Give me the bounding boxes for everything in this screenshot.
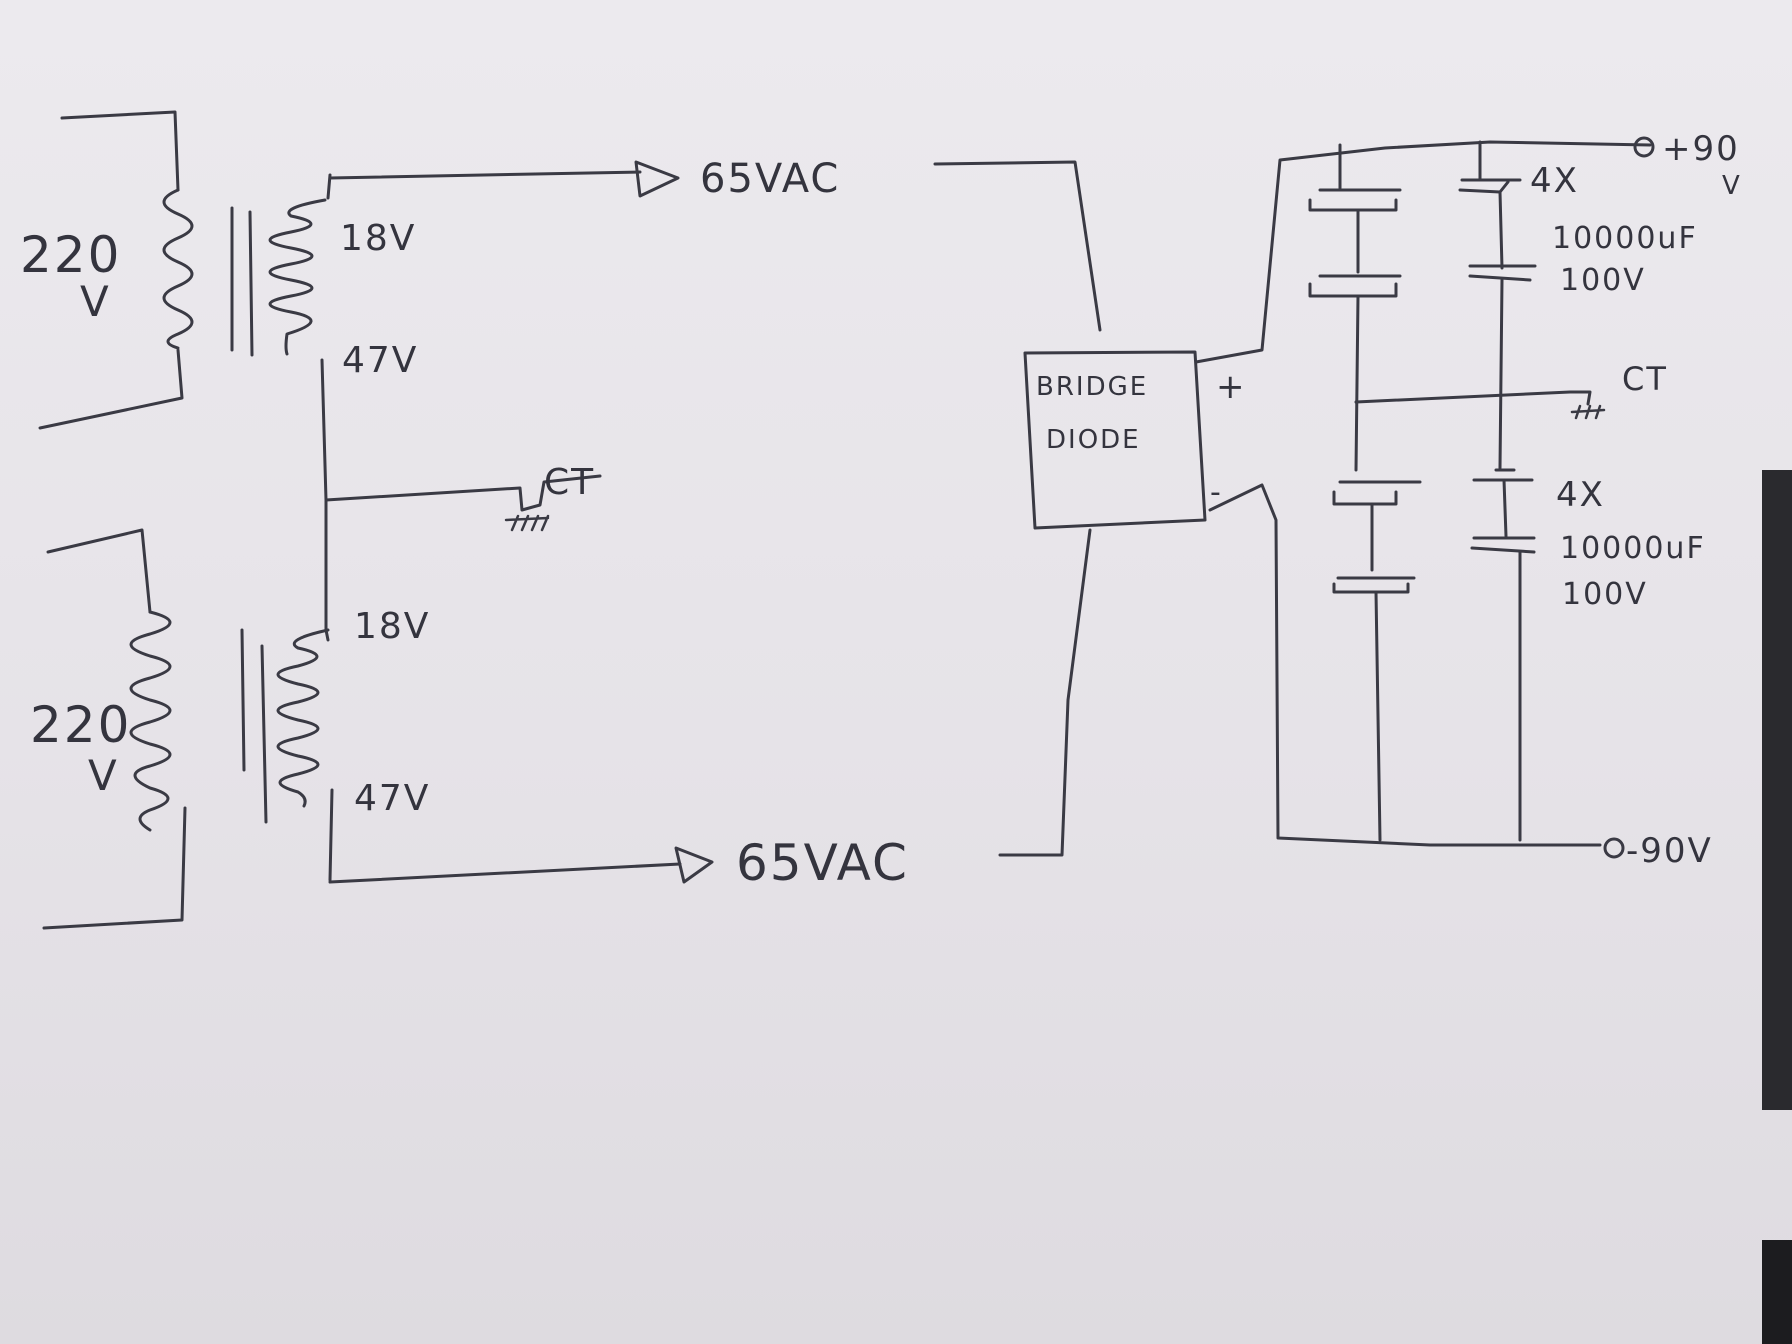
cap-bottom-count-label: 4X	[1556, 475, 1605, 515]
negative-terminal	[1603, 837, 1625, 859]
bottom-secondary-wire	[324, 628, 334, 882]
cap-top-capacitance-label: 10000uF	[1552, 221, 1698, 256]
bottom-tap-lower-label: 47V	[354, 778, 430, 819]
bottom-primary-wire	[42, 528, 187, 930]
bridge-negative-wire	[1208, 483, 1602, 847]
top-primary-wire	[38, 110, 184, 430]
top-primary-unit-label: V	[80, 277, 111, 326]
bottom-ac-to-bridge-wire	[998, 528, 1092, 857]
cap-top-voltage-label: 100V	[1560, 263, 1646, 298]
positive-terminal	[1633, 136, 1655, 158]
bottom-primary-coil	[129, 610, 172, 832]
top-output-arrow	[634, 160, 680, 198]
output-negative-label: -90V	[1626, 831, 1713, 871]
center-tap-ground	[324, 474, 602, 532]
cap-bottom-voltage-label: 100V	[1562, 577, 1648, 612]
output-positive-label: +90	[1662, 129, 1740, 169]
capacitor-column-right	[1458, 140, 1537, 842]
bridge-positive-wire	[1194, 140, 1652, 364]
bridge-label-line2: DIODE	[1046, 425, 1141, 455]
bottom-output-line	[328, 528, 1092, 884]
top-secondary-coil	[268, 198, 327, 356]
top-tap-upper-label: 18V	[340, 218, 416, 259]
bottom-secondary-coil	[276, 628, 330, 808]
bottom-output-label: 65VAC	[736, 834, 909, 892]
capacitor-center-tap	[1354, 390, 1606, 420]
bottom-core-line-2	[260, 644, 268, 824]
transformer-bottom	[42, 528, 334, 930]
bridge-plus-label: +	[1216, 367, 1247, 407]
desk-edge	[1762, 470, 1792, 1110]
bottom-primary-unit-label: V	[88, 751, 119, 800]
top-output-line	[328, 160, 1102, 332]
top-primary-coil	[162, 188, 194, 350]
cap-ct-label: CT	[1622, 360, 1668, 398]
labels: 220 V 18V 47V 220 V 18V 47V CT 65VAC 65V…	[20, 129, 1742, 892]
desk-corner	[1762, 1240, 1792, 1344]
top-core-line-2	[248, 210, 254, 357]
ground-hatch	[504, 514, 550, 532]
bottom-output-wire	[328, 862, 682, 884]
center-tap-wire	[324, 474, 602, 512]
top-secondary-wire	[320, 173, 332, 632]
top-ac-to-bridge-wire	[933, 160, 1102, 332]
top-output-wire	[328, 170, 642, 180]
bottom-output-arrow	[674, 846, 714, 884]
bottom-tap-upper-label: 18V	[354, 606, 430, 647]
top-output-label: 65VAC	[700, 156, 840, 202]
bridge-minus-label: -	[1210, 475, 1223, 510]
top-primary-voltage-label: 220	[20, 226, 121, 284]
transformer-top	[38, 110, 332, 632]
transformer-ct-label: CT	[544, 462, 595, 503]
bottom-primary-voltage-label: 220	[30, 696, 131, 754]
bridge-label-line1: BRIDGE	[1036, 372, 1148, 402]
bottom-core-line-1	[240, 628, 246, 772]
output-positive-unit-label: V	[1722, 171, 1742, 201]
capacitor-column-left	[1308, 143, 1422, 842]
cap-top-count-label: 4X	[1530, 161, 1579, 201]
top-tap-lower-label: 47V	[342, 340, 418, 381]
cap-bottom-capacitance-label: 10000uF	[1560, 531, 1706, 566]
bridge-diode-box	[1023, 350, 1207, 530]
